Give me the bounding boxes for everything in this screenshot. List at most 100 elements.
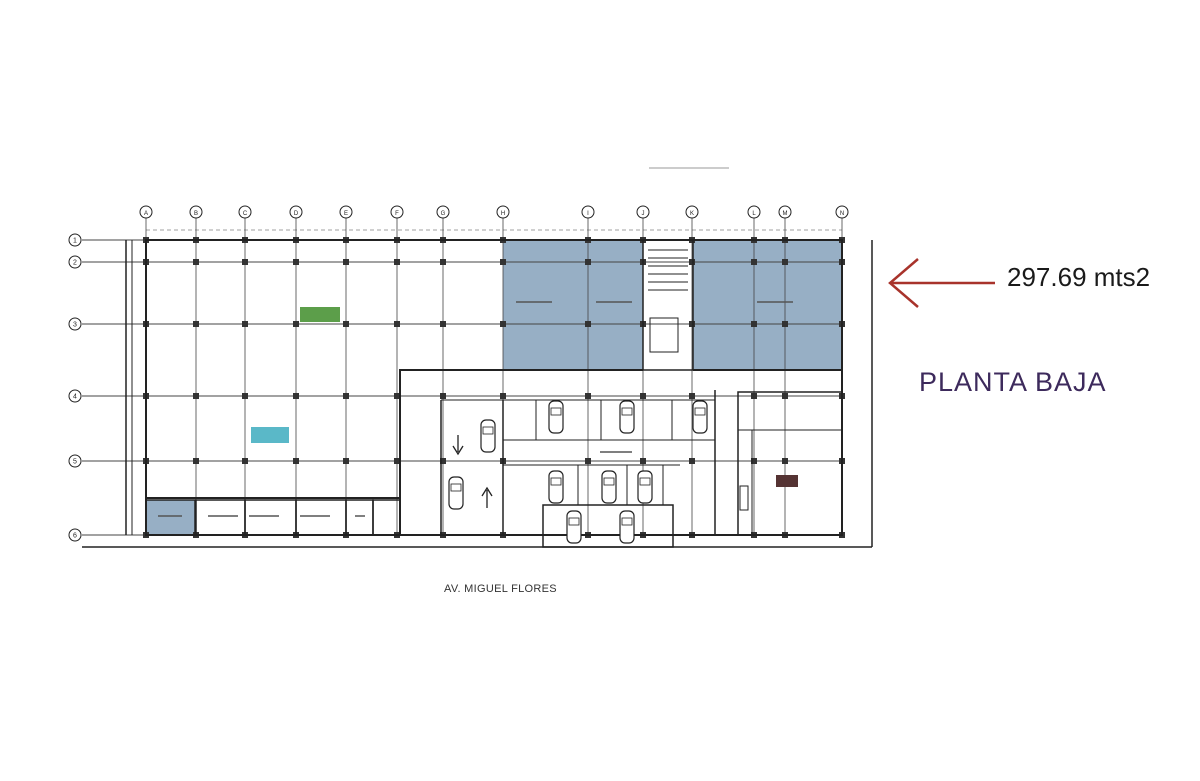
column-node (585, 259, 591, 265)
column-marker-B (189, 205, 203, 219)
parked-car-icon (601, 470, 617, 504)
column-marker-label: M (783, 211, 788, 217)
parked-car-icon (637, 470, 653, 504)
column-node (585, 393, 591, 399)
column-marker-H (496, 205, 510, 219)
row-marker-1 (68, 233, 82, 247)
parked-car-icon (619, 510, 635, 544)
car-window (568, 517, 580, 526)
column-node (782, 458, 788, 464)
row-marker-4 (68, 389, 82, 403)
column-marker-K (685, 205, 699, 219)
column-marker-label: J (642, 211, 645, 217)
column-node (751, 321, 757, 327)
parked-car-icon (692, 400, 708, 434)
column-node (293, 321, 299, 327)
column-marker-label: L (752, 211, 756, 217)
column-marker-label: D (294, 211, 299, 217)
row-marker-3 (68, 317, 82, 331)
car-window (550, 477, 562, 486)
service-stair (739, 485, 749, 511)
row-marker-label: 3 (73, 322, 77, 329)
column-marker-label: I (587, 211, 589, 217)
column-node (440, 458, 446, 464)
down-arrow-icon (452, 435, 464, 456)
car-window (621, 407, 633, 416)
column-node (440, 321, 446, 327)
column-marker-label: H (501, 211, 505, 217)
column-node (689, 259, 695, 265)
elevator-box (649, 317, 679, 353)
column-node (293, 393, 299, 399)
column-marker-label: E (344, 211, 348, 217)
column-node (782, 321, 788, 327)
column-node (689, 321, 695, 327)
column-marker-F (390, 205, 404, 219)
column-marker-I (581, 205, 595, 219)
column-node (640, 393, 646, 399)
column-node (343, 321, 349, 327)
row-marker-label: 2 (73, 260, 77, 267)
left-arrow-icon (888, 258, 995, 308)
column-node (293, 259, 299, 265)
column-marker-A (139, 205, 153, 219)
parking-zone-wall (399, 369, 643, 535)
column-node (242, 259, 248, 265)
stair-core (642, 239, 694, 371)
east-room (737, 391, 843, 536)
parked-car-icon (548, 400, 564, 434)
column-node (500, 259, 506, 265)
column-node (242, 458, 248, 464)
column-node (782, 393, 788, 399)
column-marker-J (636, 205, 650, 219)
column-node (394, 321, 400, 327)
unit-highlight-1 (503, 240, 643, 370)
furniture-thumbnail-icon (300, 307, 340, 322)
column-node (585, 458, 591, 464)
column-node (394, 259, 400, 265)
street-label: AV. MIGUEL FLORES (444, 583, 557, 595)
front-stall (345, 499, 374, 536)
unit-highlight-2 (693, 240, 842, 370)
car-window (450, 483, 462, 492)
column-node (343, 458, 349, 464)
column-marker-G (436, 205, 450, 219)
level-title: PLANTA BAJA (919, 367, 1107, 397)
column-marker-label: A (144, 211, 148, 217)
car-window (482, 426, 494, 435)
row-marker-label: 5 (73, 459, 77, 466)
column-node (689, 458, 695, 464)
row-marker-label: 4 (73, 394, 77, 401)
front-stall (195, 499, 246, 536)
walls (82, 167, 873, 548)
row-marker-5 (68, 454, 82, 468)
car-window (639, 477, 651, 486)
column-marker-label: K (690, 211, 694, 217)
column-node (293, 458, 299, 464)
front-stall (145, 499, 196, 536)
car-window (550, 407, 562, 416)
up-arrow-icon (481, 486, 493, 508)
column-node (193, 393, 199, 399)
parked-car-icon (480, 419, 496, 453)
column-node (343, 393, 349, 399)
building-outline (145, 239, 843, 536)
column-node (440, 259, 446, 265)
row-marker-label: 6 (73, 533, 77, 540)
parked-car-icon (448, 476, 464, 510)
column-node (242, 393, 248, 399)
parked-car-icon (619, 400, 635, 434)
column-marker-D (289, 205, 303, 219)
arrow-head (888, 258, 919, 308)
car-window (603, 477, 615, 486)
column-node (500, 321, 506, 327)
furniture-thumbnail-icon (776, 475, 798, 487)
column-marker-N (835, 205, 849, 219)
front-stall (295, 499, 347, 536)
column-node (394, 458, 400, 464)
parked-car-icon (548, 470, 564, 504)
unit-highlight-3 (146, 500, 195, 535)
column-marker-label: F (395, 211, 399, 217)
